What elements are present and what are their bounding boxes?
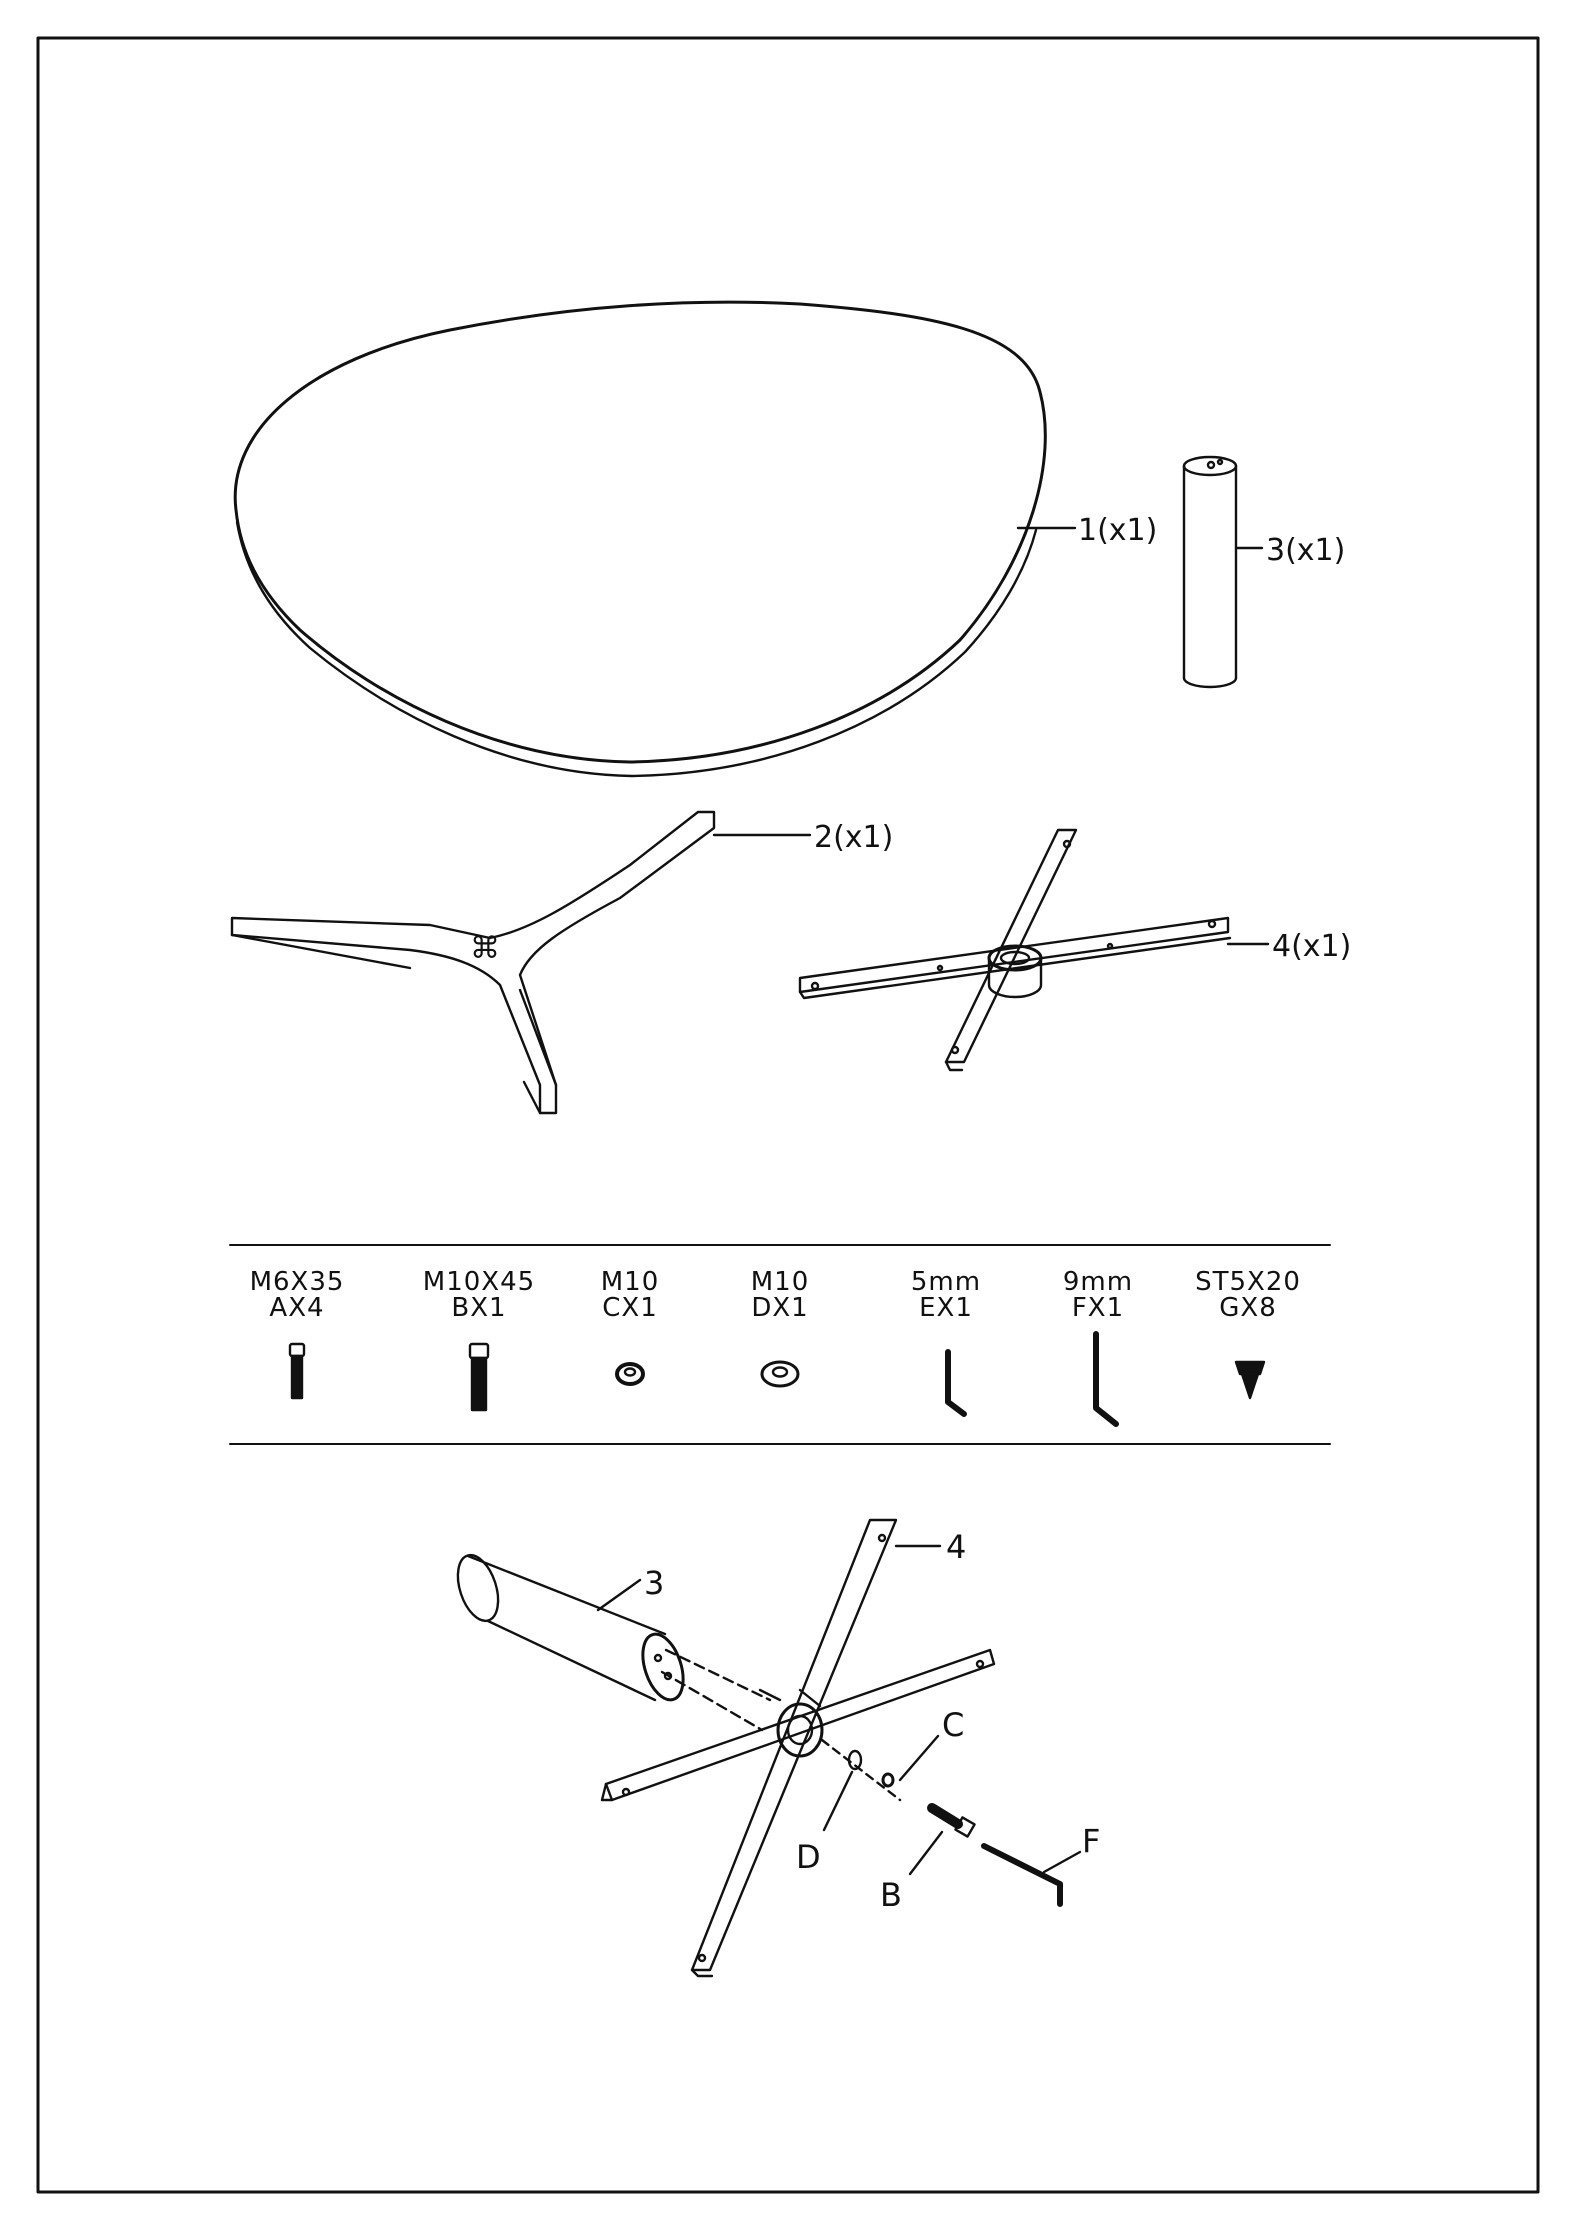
assembly-hardware	[822, 1736, 1080, 1904]
tripod-base-part-2: ⌘	[232, 812, 810, 1113]
hardware-code: EX1	[919, 1293, 973, 1323]
hardware-code: CX1	[602, 1293, 658, 1323]
callout-spring-washer: C	[942, 1706, 964, 1744]
part-4-label: 4(x1)	[1272, 929, 1351, 964]
callout-bolt: B	[880, 1876, 902, 1914]
hardware-code: DX1	[751, 1293, 808, 1323]
hardware-list: M6X35 AX4 M10X45 BX1 M10 CX1 M10 DX1 5mm…	[250, 1267, 1301, 1323]
part-3-label: 3(x1)	[1266, 533, 1345, 568]
bolt-icon	[932, 1808, 975, 1837]
bolt-icon	[470, 1344, 488, 1410]
flat-washer-icon	[762, 1362, 798, 1386]
hardware-code: GX8	[1219, 1293, 1277, 1323]
part-1-label: 1(x1)	[1078, 513, 1157, 548]
self-tapping-screw-icon	[1236, 1362, 1264, 1398]
cross-frame-part-4	[800, 830, 1268, 1070]
allen-key-icon	[948, 1352, 964, 1414]
callout-hex-key: F	[1082, 1822, 1100, 1860]
hardware-code: AX4	[269, 1293, 324, 1323]
assembly-leg-3	[450, 1550, 770, 1730]
spring-washer-icon	[617, 1364, 643, 1384]
allen-key-icon	[984, 1846, 1060, 1904]
callout-flat-washer: D	[796, 1838, 821, 1876]
callout-frame: 4	[946, 1528, 966, 1566]
spring-washer-icon	[883, 1774, 893, 1786]
bolt-icon	[290, 1344, 304, 1398]
leg-part-3	[1184, 457, 1262, 687]
callout-leg: 3	[644, 1564, 664, 1602]
part-2-label: 2(x1)	[814, 820, 893, 855]
allen-key-icon	[1096, 1334, 1116, 1424]
tabletop-part-1	[235, 302, 1075, 776]
page-border	[38, 38, 1538, 2192]
hardware-code: FX1	[1072, 1293, 1124, 1323]
logo-mark: ⌘	[470, 931, 500, 966]
hardware-code: BX1	[451, 1293, 506, 1323]
